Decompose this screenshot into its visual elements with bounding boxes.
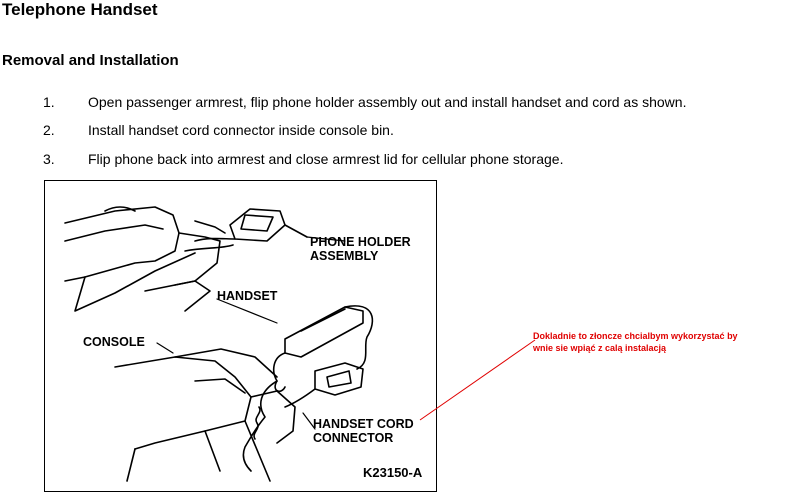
annotation-line-1: Dokladnie to złoncze chcialbym wykorzyst…: [533, 331, 738, 341]
armrest-top-drawing: [64, 206, 226, 312]
step-text-1: Open passenger armrest, flip phone holde…: [88, 94, 687, 110]
handset-holder-drawing: [284, 362, 364, 408]
label-cord-connector-line1: HANDSET CORD: [313, 417, 414, 431]
leader-lines: [156, 236, 346, 430]
label-handset: HANDSET: [217, 289, 278, 303]
handset-drawing: [272, 305, 374, 393]
step-text-2: Install handset cord connector inside co…: [88, 122, 394, 138]
console-drawing: [114, 348, 296, 482]
figure-code: K23150-A: [363, 465, 423, 480]
step-number-3: 3.: [43, 151, 55, 167]
label-cord-connector-line2: CONNECTOR: [313, 431, 394, 445]
installation-illustration: [64, 206, 374, 482]
handset-cord-drawing: [242, 380, 278, 472]
step-number-2: 2.: [43, 122, 55, 138]
handwritten-annotation: Dokladnie to złoncze chcialbym wykorzyst…: [533, 330, 738, 354]
label-console: CONSOLE: [83, 335, 145, 349]
step-text-3: Flip phone back into armrest and close a…: [88, 151, 564, 167]
section-heading: Removal and Installation: [2, 52, 179, 69]
label-phone-holder-line2: ASSEMBLY: [310, 249, 379, 263]
installation-figure: PHONE HOLDER ASSEMBLY HANDSET CONSOLE HA…: [44, 180, 437, 492]
page-title: Telephone Handset: [2, 0, 158, 19]
annotation-line-2: wnie sie wpiąć z calą instalacją: [533, 343, 667, 353]
phone-holder-drawing: [184, 208, 308, 252]
step-number-1: 1.: [43, 94, 55, 110]
label-phone-holder-line1: PHONE HOLDER: [310, 235, 411, 249]
